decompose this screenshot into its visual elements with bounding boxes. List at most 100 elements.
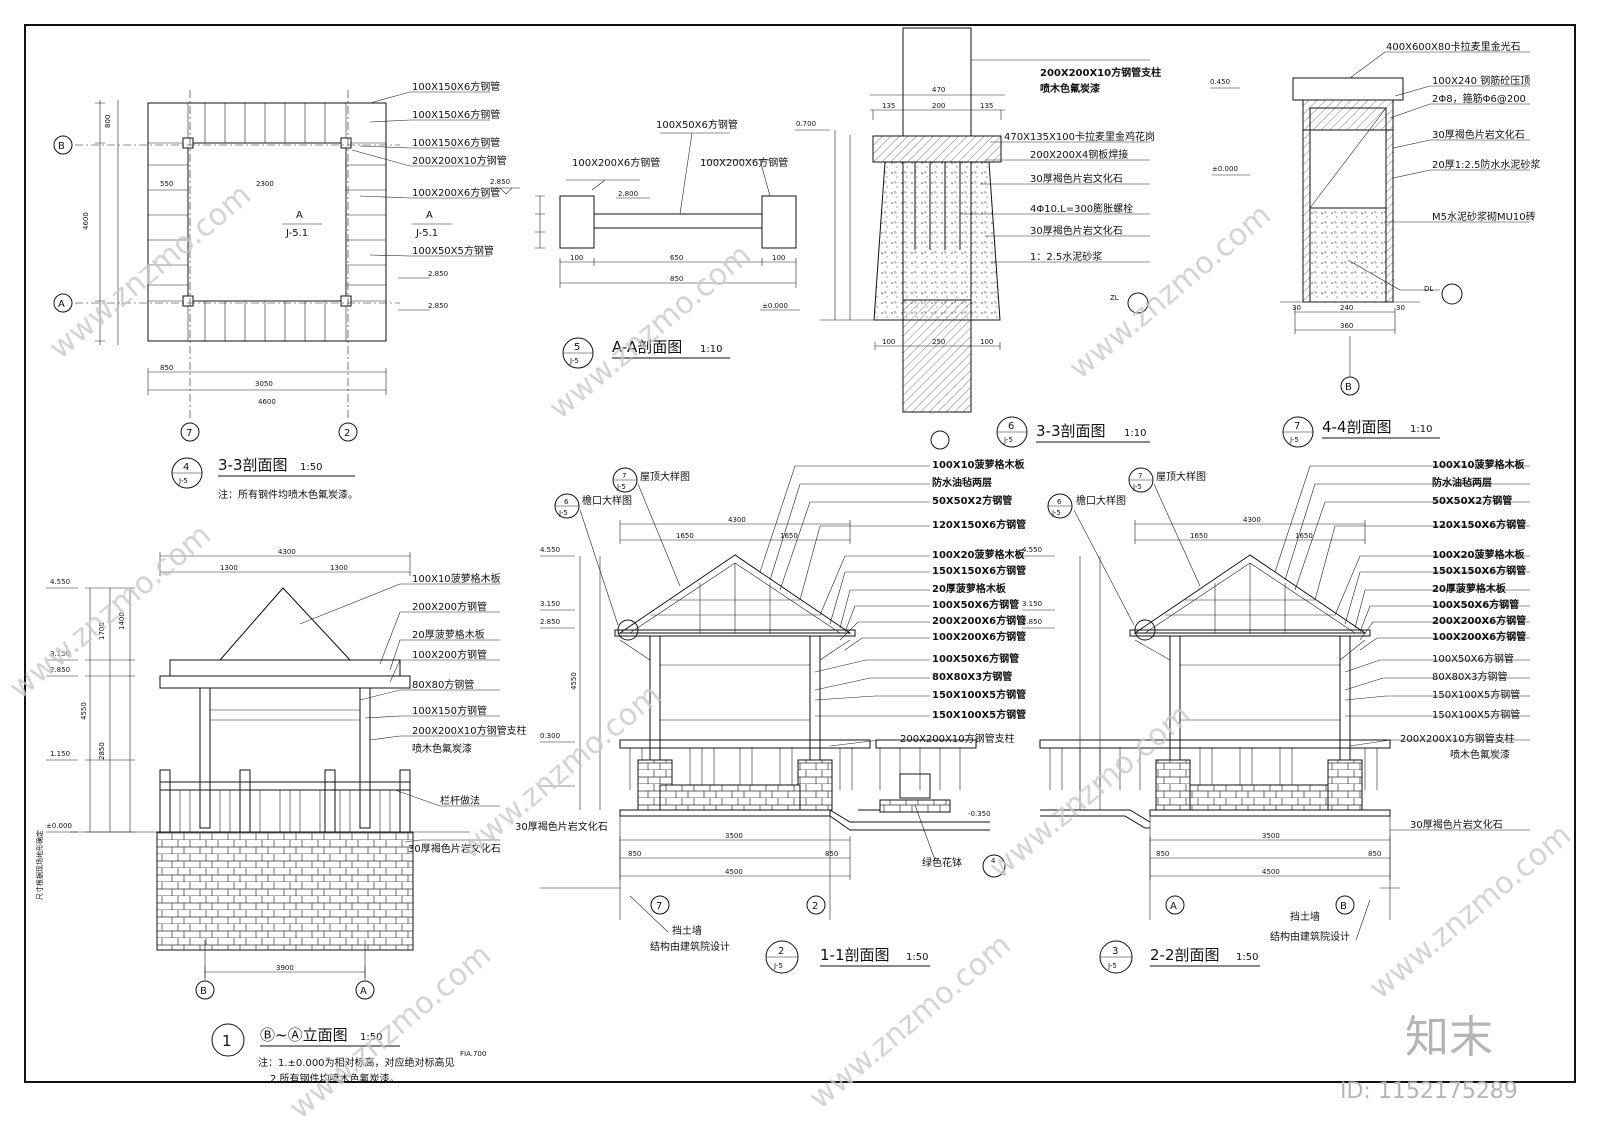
plan-dim-inner: 2300 — [256, 180, 274, 188]
section-44: 0.450 ±0.000 240 360 30 30 400X600X80卡拉麦… — [1210, 40, 1540, 448]
s22-dim-top: 4300 — [1243, 516, 1261, 524]
s22-label-3: 120X150X6方钢管 — [1432, 518, 1526, 531]
s22-eave-callout: 6 — [1057, 498, 1062, 506]
plan-dim-c850: 850 — [160, 364, 173, 372]
s22-dim-3500: 3500 — [1262, 832, 1280, 840]
s33-callout-sheet: J-5 — [1003, 436, 1013, 444]
s33-ref: ZL — [1110, 294, 1119, 302]
aa-level-0: 2.800 — [618, 190, 638, 198]
elev-dim-top: 4300 — [278, 548, 296, 556]
plan-dim-bottom2: 4600 — [258, 398, 276, 406]
section-33: 470 135 200 135 100 250 100 0.700 200X20… — [795, 27, 1161, 450]
s11-label-8: 200X200X6方钢管 — [932, 614, 1026, 627]
aa-dim-1: 650 — [670, 254, 683, 262]
elev-dim-h4550: 4550 — [80, 702, 88, 720]
s33-dim-3: 135 — [980, 102, 993, 110]
watermark-text-1: www.znzmo.com — [43, 178, 258, 367]
s22-label-0: 100X10菠萝格木板 — [1432, 458, 1526, 471]
plan-dim-left-total: 4600 — [82, 212, 90, 230]
elev-dim-c1300b: 1300 — [330, 564, 348, 572]
elev-dim-h1700: 1700 — [98, 622, 106, 640]
s22-scale: 1:50 — [1236, 952, 1258, 963]
s11-dim-850b: 850 — [825, 850, 838, 858]
s11-dim-850a: 850 — [628, 850, 641, 858]
s11-label-7: 100X50X6方钢管 — [932, 598, 1019, 611]
section-aa: 100 650 100 850 100X200X6方钢管 100X50X6方钢管… — [535, 118, 800, 369]
elev-label-9: 30厚褐色片岩文化石 — [408, 842, 501, 855]
plan-section-mark-2: A — [426, 210, 433, 221]
s22-label-7: 100X50X6方钢管 — [1432, 598, 1519, 611]
s33-dim-6: 100 — [980, 338, 993, 346]
s22-roof-callout-sheet: J-5 — [1132, 483, 1142, 491]
s11-label-14: 200X200X10方钢管支柱 — [900, 732, 1015, 745]
s33-dim-2: 200 — [932, 102, 945, 110]
elev-label-4: 80X80方钢管 — [412, 678, 474, 691]
elev-level-4: ±0.000 — [46, 822, 72, 830]
s44-label-5: M5水泥砂浆砌MU10砖 — [1432, 210, 1536, 223]
s22-axis-a: A — [1170, 901, 1177, 912]
watermark-brand: 知末 — [1405, 1012, 1493, 1063]
s11-callout-no: 2 — [778, 946, 784, 957]
s22-label-14: 200X200X10方钢管支柱 — [1400, 732, 1515, 745]
plan-section-mark: A — [296, 210, 303, 221]
elev-level-1: 3.150 — [50, 650, 70, 658]
s11-label-12: 150X100X5方钢管 — [932, 688, 1026, 701]
s44-callout-no: 7 — [1294, 421, 1300, 432]
aa-callout-sheet: J-5 — [569, 357, 579, 365]
elev-axis-a: A — [360, 986, 367, 997]
plan-level-1: 2.850 — [490, 178, 510, 186]
s44-callout-sheet: J-5 — [1289, 436, 1299, 444]
elev-vertical-note: 尺寸根据现场地形确定 — [35, 830, 44, 900]
plan-section-sheet: J-5.1 — [285, 228, 308, 239]
plan-axis-b: B — [58, 141, 65, 152]
s22-dim-1650a: 1650 — [1190, 532, 1208, 540]
s33-label-1: 喷木色氟炭漆 — [1040, 82, 1100, 95]
s11-eave-callout-sheet: J-5 — [558, 509, 568, 517]
s22-label-8: 200X200X6方钢管 — [1432, 614, 1526, 627]
s11-label-11: 80X80X3方钢管 — [932, 670, 1012, 683]
elev-callout-no: 1 — [222, 1032, 232, 1050]
plan-label-4: 100X200X6方钢管 — [412, 186, 500, 199]
s33-dim-0: 470 — [932, 86, 945, 94]
s44-dim-2: 30 — [1292, 304, 1301, 312]
s22-level-0: 4.550 — [1022, 546, 1042, 554]
s11-callout-sheet: J-5 — [773, 962, 783, 970]
s22-label-4: 100X20菠萝格木板 — [1432, 548, 1526, 561]
s33-label-3: 200X200X4钢板焊接 — [1030, 148, 1128, 161]
elev-note-1: 2.所有钢件均喷木色氟炭漆。 — [270, 1072, 400, 1085]
plan-label-1: 100X150X6方钢管 — [412, 108, 500, 121]
aa-dim-3: 850 — [670, 275, 683, 283]
elev-label-1: 200X200方钢管 — [412, 600, 487, 613]
s44-level-1: ±0.000 — [1212, 165, 1238, 173]
s44-label-0: 400X600X80卡拉麦里金光石 — [1386, 40, 1521, 53]
s33-label-7: 1：2.5水泥砂浆 — [1030, 250, 1102, 263]
s22-label-11: 80X80X3方钢管 — [1432, 670, 1508, 683]
s11-level-0: 4.550 — [540, 546, 560, 554]
s11-label-13: 150X100X5方钢管 — [932, 708, 1026, 721]
s22-callout-no: 3 — [1112, 946, 1118, 957]
elev-label-2: 20厚菠萝格木板 — [412, 628, 485, 641]
elev-label-0: 100X10菠萝格木板 — [412, 572, 501, 585]
plan-axis-7: 7 — [186, 428, 192, 439]
s11-title: 1-1剖面图 — [820, 946, 890, 964]
s11-roof-callout-sheet: J-5 — [616, 483, 626, 491]
s33-dim-4: 100 — [882, 338, 895, 346]
s11-level-4: -0.350 — [968, 810, 991, 818]
plan-section-sheet-2: J-5.1 — [415, 228, 438, 239]
watermarks: www.znzmo.com www.znzmo.com www.znzmo.co… — [3, 178, 1578, 1127]
plan-level-2: 2.850 — [428, 270, 448, 278]
s22-label-13: 150X100X5方钢管 — [1432, 708, 1520, 721]
s22-label-16: 30厚褐色片岩文化石 — [1410, 818, 1503, 831]
elev-label-6: 200X200X10方钢管支柱 — [412, 724, 527, 737]
s11-axis-7: 7 — [656, 901, 662, 912]
s22-eave-text: 檐口大样图 — [1076, 494, 1126, 507]
s11-level-2: 2.850 — [540, 618, 560, 626]
s22-label-9: 100X200X6方钢管 — [1432, 630, 1526, 643]
plan-dim-bottom1: 3050 — [255, 380, 273, 388]
s22-title: 2-2剖面图 — [1150, 946, 1220, 964]
s11-label-15: 30厚褐色片岩文化石 — [515, 820, 608, 833]
plan-level-3: 2.850 — [428, 302, 448, 310]
plan-dim-c550: 550 — [160, 180, 173, 188]
watermark-text-9: www.znzmo.com — [1363, 818, 1578, 1007]
